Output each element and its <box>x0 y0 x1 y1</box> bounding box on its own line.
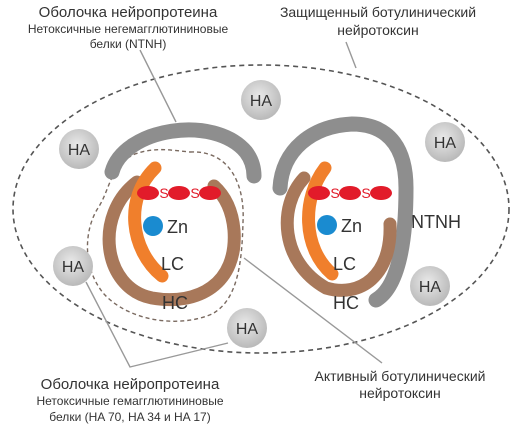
leader-active <box>243 257 383 364</box>
ha-protein-2: HA <box>59 129 99 169</box>
callout-ha-sub2: белки (HA 70, HA 34 и HA 17) <box>49 410 210 424</box>
hc-arc-left <box>102 175 241 307</box>
lc-label-right: LC <box>333 254 356 274</box>
zn-label-right: Zn <box>341 216 362 236</box>
leader-protected <box>345 41 357 69</box>
leader-ntnh <box>139 49 177 123</box>
ha-circle <box>241 80 281 120</box>
ha-protein-6: HA <box>227 308 267 348</box>
hc-label-right: HC <box>333 293 359 313</box>
lc-arc-right <box>302 161 339 281</box>
ntnh-arc-right <box>272 116 414 308</box>
ha-circle <box>53 246 93 286</box>
protected-complex-boundary <box>12 64 510 354</box>
lc-arc-left <box>128 161 169 283</box>
callout-ha-sub1: Нетоксичные гемагглютининовые <box>36 394 223 408</box>
ha-label: HA <box>419 279 442 296</box>
ha-label: HA <box>250 93 273 110</box>
callout-protected-toxin: Защищенный ботулинический нейротоксин <box>280 4 476 38</box>
ha-label: HA <box>434 135 457 152</box>
callout-active-toxin: Активный ботулинический нейротоксин <box>315 368 486 401</box>
ha-protein-4: HA <box>53 246 93 286</box>
ha-label: HA <box>62 259 85 276</box>
ha-protein-5: HA <box>410 266 450 306</box>
callout-ntnh-shell: Оболочка нейропротеина Нетоксичные негем… <box>28 4 229 51</box>
left-neurotoxin: S S Zn LC HC <box>102 122 262 313</box>
right-neurotoxin: S S Zn LC HC NTNH <box>272 116 461 313</box>
sulfur-label-right-1: S <box>330 185 339 201</box>
ha-circle <box>227 308 267 348</box>
callout-ha-shell: Оболочка нейропротеина Нетоксичные гемаг… <box>36 376 223 424</box>
ha-label: HA <box>68 142 91 159</box>
disulfide-left-2 <box>168 186 190 200</box>
sulfur-label-left-1: S <box>159 185 168 201</box>
callout-ntnh-sub2: белки (NTNH) <box>90 37 167 51</box>
ntnh-arc-left <box>104 122 262 184</box>
leader-ha-bottom <box>85 281 229 368</box>
sulfur-label-right-2: S <box>361 185 370 201</box>
zn-label-left: Zn <box>167 217 188 237</box>
callout-active-line2: нейротоксин <box>359 385 440 401</box>
callout-protected-line2: нейротоксин <box>337 22 418 38</box>
disulfide-left-3 <box>199 186 221 200</box>
ha-label: HA <box>236 321 259 338</box>
callout-ha-title: Оболочка нейропротеина <box>41 376 220 393</box>
ha-protein-1: HA <box>241 80 281 120</box>
sulfur-label-left-2: S <box>190 185 199 201</box>
disulfide-right-3 <box>370 186 392 200</box>
hc-arc-right <box>280 171 397 297</box>
callout-ntnh-sub1: Нетоксичные негемагглютининовые <box>28 22 229 36</box>
disulfide-right-2 <box>339 186 361 200</box>
ntnh-label: NTNH <box>411 212 461 232</box>
ha-circle <box>425 122 465 162</box>
hc-label-left: HC <box>162 293 188 313</box>
zinc-atom-right <box>317 215 337 235</box>
active-toxin-boundary <box>86 148 244 322</box>
ha-circle <box>59 129 99 169</box>
disulfide-left-1 <box>137 186 159 200</box>
disulfide-right-1 <box>308 186 330 200</box>
lc-label-left: LC <box>161 254 184 274</box>
callout-active-line1: Активный ботулинический <box>315 368 486 384</box>
callout-ntnh-title: Оболочка нейропротеина <box>39 4 218 21</box>
zinc-atom-left <box>143 216 163 236</box>
leader-lines <box>85 41 383 368</box>
callout-protected-line1: Защищенный ботулинический <box>280 4 476 20</box>
ha-circle <box>410 266 450 306</box>
ha-protein-3: HA <box>425 122 465 162</box>
